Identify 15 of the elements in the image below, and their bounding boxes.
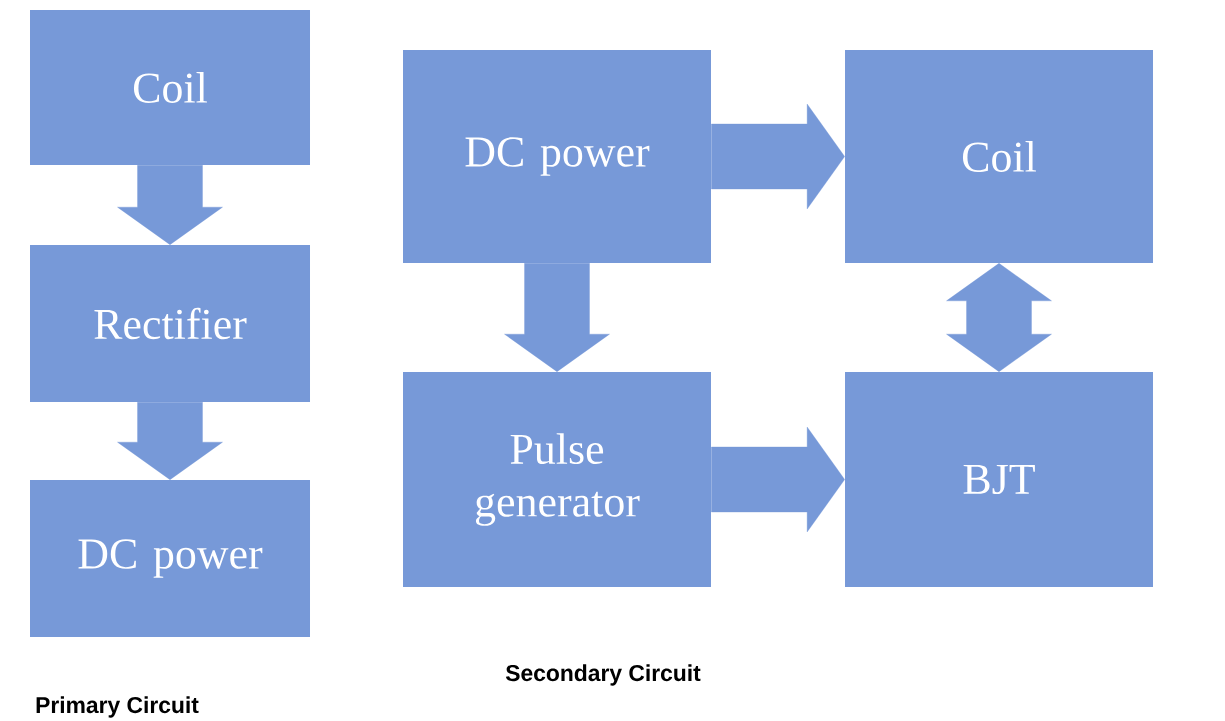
process-box: Coil (845, 50, 1153, 263)
process-box: BJT (845, 372, 1153, 587)
block-arrow (711, 426, 845, 533)
process-box: Pulse generator (403, 372, 711, 587)
block-arrow (946, 263, 1052, 372)
process-box: Rectifier (30, 245, 310, 402)
process-box: DC power (30, 480, 310, 637)
caption-label: Secondary Circuit (505, 664, 701, 686)
block-arrow (711, 103, 845, 210)
process-box: DC power (403, 50, 711, 263)
process-box: Coil (30, 10, 310, 165)
caption-label: Primary Circuit (36, 696, 199, 718)
block-arrow (504, 263, 610, 372)
block-arrow (117, 402, 223, 480)
block-arrow (117, 165, 223, 245)
